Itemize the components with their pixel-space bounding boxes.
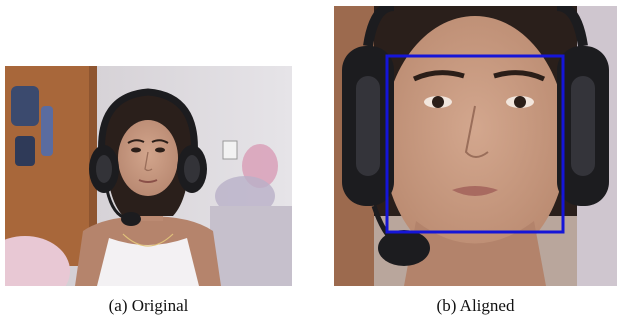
headset-band: [98, 88, 198, 159]
caption-aligned: (b) Aligned: [436, 296, 515, 315]
microphone: [121, 212, 141, 226]
nose: [464, 105, 489, 158]
aligned-photo-illustration: [334, 6, 617, 286]
face: [118, 120, 178, 196]
right-eyebrow: [493, 70, 546, 82]
original-photo: [5, 66, 292, 286]
left-eyebrow: [412, 70, 465, 82]
face: [383, 16, 567, 266]
wall-switch: [222, 140, 238, 160]
pillow: [5, 236, 70, 286]
mouth: [452, 186, 498, 196]
white-top: [97, 238, 199, 286]
bag-on-door: [11, 86, 39, 126]
right-eye: [514, 96, 526, 108]
face-bounding-box: [385, 54, 565, 234]
aligned-photo: [334, 6, 617, 286]
microphone: [378, 230, 430, 266]
original-photo-illustration: [5, 66, 292, 286]
left-eye: [432, 96, 444, 108]
caption-original: (a) Original: [108, 296, 189, 315]
